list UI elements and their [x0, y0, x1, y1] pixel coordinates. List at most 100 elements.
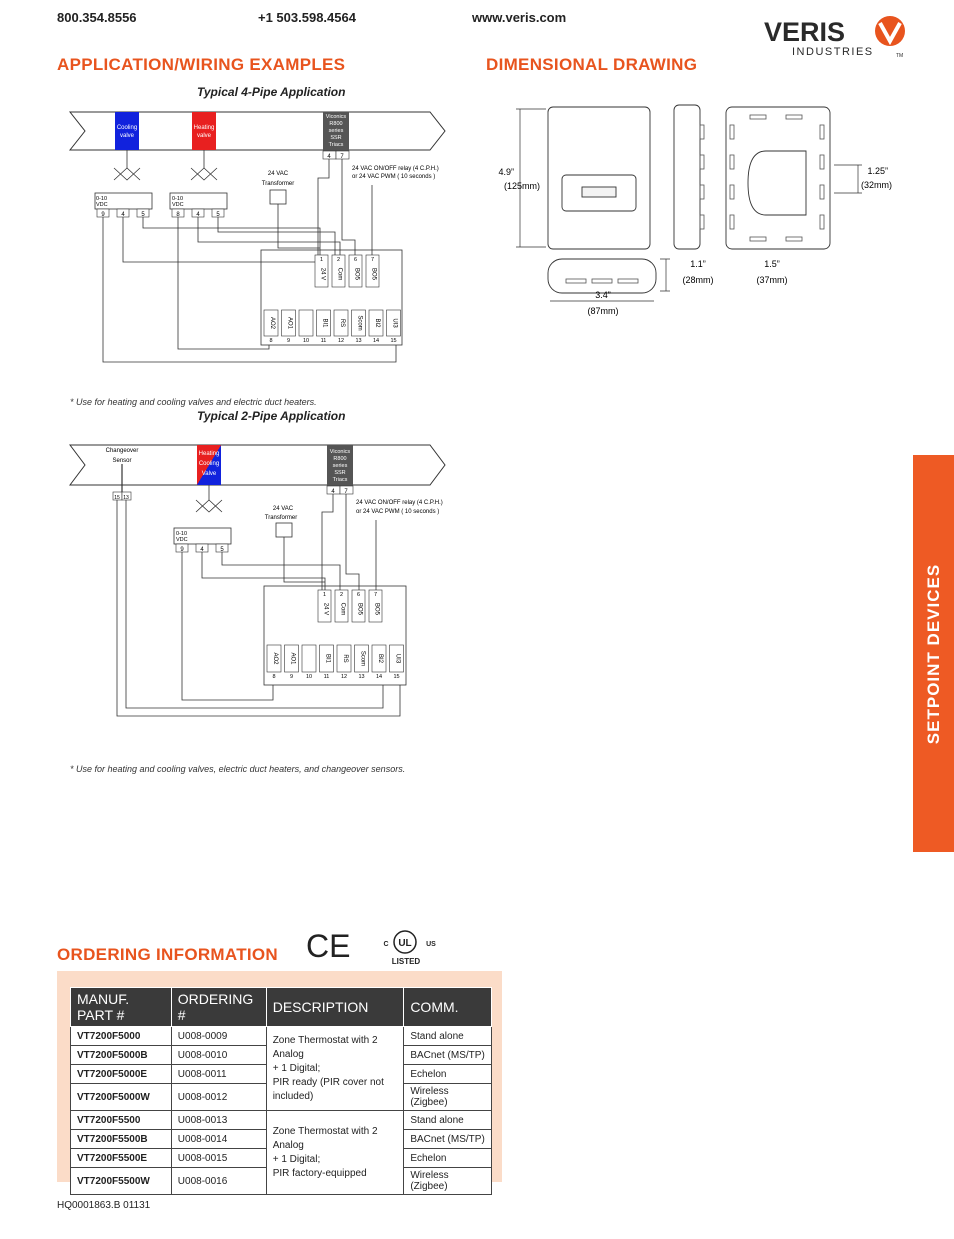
height-dim: 4.9” [498, 167, 514, 177]
description: Zone Thermostat with 2 Analog + 1 Digital… [265, 1110, 405, 1195]
terminal [263, 309, 279, 337]
terminal-number: 1 [323, 592, 326, 598]
transformer2-label-1: 24 VAC [273, 506, 294, 512]
terminal [281, 309, 296, 337]
cooling-valve-label-2: valve [120, 133, 135, 139]
terminal-number: 2 [337, 257, 340, 263]
terminal-number: 15 [390, 338, 396, 344]
intl-phone-number: +1 503.598.4564 [258, 10, 356, 25]
viconics-pin-4: 4 [327, 154, 331, 160]
four-pipe-title: Typical 4-Pipe Application [197, 85, 346, 99]
terminal [386, 309, 401, 337]
logo-tm: TM [896, 53, 903, 59]
right-pin-2: 4 [196, 212, 200, 218]
terminal-label: AO2 [272, 652, 278, 665]
changeover-pin-2: 13 [123, 495, 129, 501]
terminal [336, 644, 352, 673]
comm-type: Wireless (Zigbee) [403, 1083, 492, 1111]
terminal [266, 644, 282, 673]
vdc-right-2: VDC [172, 202, 184, 208]
relay2-note-2: or 24 VAC PWM ( 10 seconds ) [356, 509, 439, 515]
terminal [333, 309, 349, 337]
viconics-box-2 [327, 445, 353, 491]
depth1-dim-mm: (28mm) [683, 275, 714, 285]
description-line: Zone Thermostat with 2 Analog [272, 1034, 378, 1060]
terminal [301, 644, 317, 673]
terminal [317, 589, 332, 623]
comm-type: BACnet (MS/TP) [403, 1129, 492, 1149]
terminal-label: Com [340, 603, 346, 616]
viconics-pin-7: 7 [340, 154, 344, 160]
dimensional-heading: DIMENSIONAL DRAWING [486, 55, 698, 74]
two-pipe-title: Typical 2-Pipe Application [197, 409, 346, 423]
terminal-number: 14 [373, 338, 379, 344]
terminal-number: 12 [338, 338, 344, 344]
terminal-label: BI1 [325, 654, 331, 664]
table-header-row: MANUF. PART # ORDERING # DESCRIPTION COM… [70, 987, 492, 1027]
terminal [298, 309, 314, 337]
terminal [331, 254, 346, 288]
terminal-label: UI3 [395, 654, 401, 664]
terminal-label: BO5 [374, 603, 380, 616]
terminal [354, 644, 369, 673]
description-line: PIR ready (PIR cover not [272, 1076, 384, 1088]
depth1-dim: 1.1” [690, 259, 706, 269]
website-link[interactable]: www.veris.com [472, 10, 567, 25]
changeover-pin-1: 15 [114, 495, 120, 501]
vdc2-2: VDC [176, 537, 188, 543]
ordering-heading: ORDERING INFORMATION [57, 945, 279, 964]
ul-listed-text: LISTED [392, 957, 421, 966]
terminal-label: BO5 [371, 268, 377, 281]
description-line: Zone Thermostat with 2 Analog [272, 1125, 378, 1151]
phone-number: 800.354.8556 [57, 10, 137, 25]
terminal-label: AO1 [287, 317, 293, 330]
ordering-number: U008-0010 [170, 1045, 267, 1065]
viconics2-line-4: SSR [334, 470, 345, 476]
dimension-lines [516, 108, 862, 302]
col-manuf-part: MANUF. PART # [70, 987, 172, 1027]
description-line: + 1 Digital; [272, 1153, 321, 1165]
part-number: VT7200F5000W [70, 1083, 172, 1111]
comm-type: Stand alone [403, 1110, 492, 1130]
terminal-label: BI1 [322, 318, 328, 328]
terminal-number: 13 [358, 674, 364, 680]
left-pin-2: 4 [121, 212, 125, 218]
terminal [319, 644, 334, 673]
part-number: VT7200F5000B [70, 1045, 172, 1065]
two-pipe-note: * Use for heating and cooling valves, el… [70, 764, 406, 774]
terminal-label: RS [342, 654, 348, 662]
part-number: VT7200F5000 [70, 1026, 172, 1046]
transformer2-icon [275, 522, 293, 538]
back-opening [747, 150, 807, 216]
ce-mark-icon: CE [306, 928, 350, 964]
terminal-number: 11 [324, 674, 330, 680]
terminal [351, 589, 366, 623]
pin2-3: 5 [220, 547, 224, 553]
wiring-lines-2 [116, 485, 401, 717]
terminal-label: BO5 [357, 603, 363, 616]
relay2-note-1: 24 VAC ON/OFF relay (4 C.P.H.) [356, 500, 443, 506]
viconics2-line-2: R800 [333, 456, 346, 462]
viconics2-line-1: Viconics [330, 449, 351, 455]
terminal-label: Scom [357, 315, 363, 330]
ul-c-text: C [383, 941, 388, 948]
terminal-label: UI3 [392, 318, 398, 328]
ordering-number: U008-0014 [170, 1129, 267, 1149]
terminal-number: 2 [340, 592, 343, 598]
cooling-valve-box [115, 112, 139, 150]
terminal-number: 10 [303, 338, 309, 344]
terminal [371, 644, 387, 673]
logo-check-icon [878, 22, 902, 46]
terminal-number: 7 [371, 257, 374, 263]
part-number: VT7200F5500 [70, 1110, 172, 1130]
terminal [348, 254, 363, 288]
bottom-view [547, 258, 657, 294]
comm-type: Stand alone [403, 1026, 492, 1046]
application-heading: APPLICATION/WIRING EXAMPLES [57, 55, 346, 74]
side-tab: SETPOINT DEVICES [913, 455, 954, 852]
terminal [314, 254, 329, 288]
